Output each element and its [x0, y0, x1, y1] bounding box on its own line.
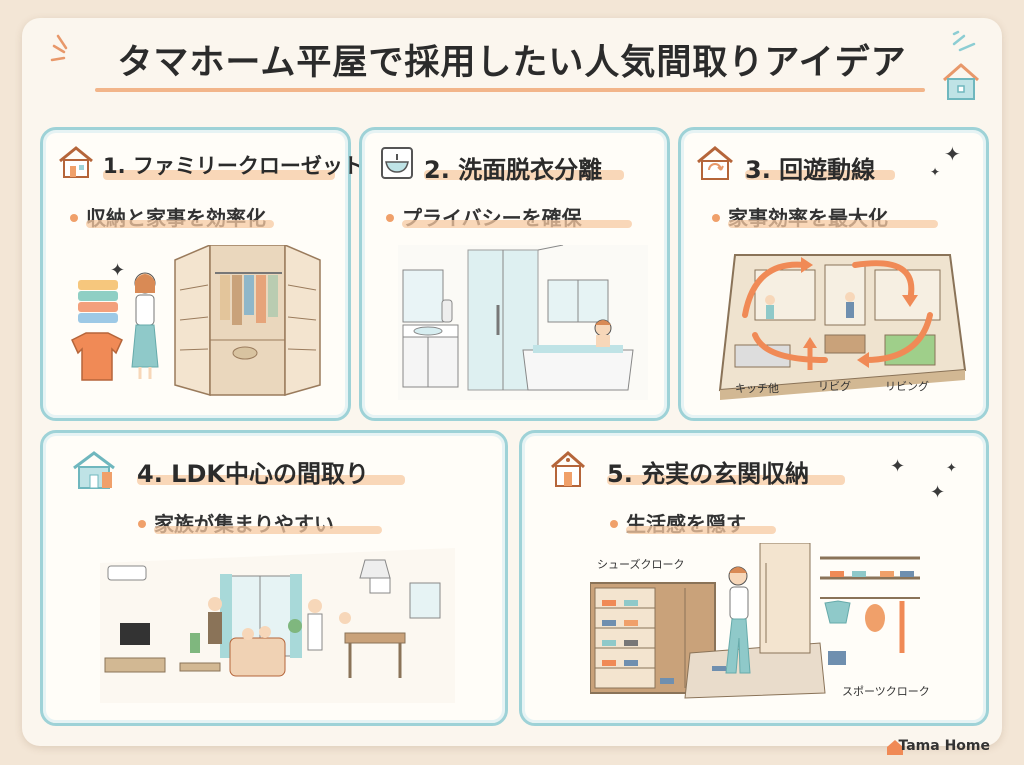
subtitle-highlight: [402, 220, 632, 228]
washbasin-icon: [381, 147, 413, 179]
area-label: シューズクローク: [597, 558, 685, 571]
title-highlight: [607, 475, 845, 485]
tama-home-logo-icon: [887, 740, 903, 755]
subtitle-highlight: [86, 220, 274, 228]
floorplan-label: キッチ他: [735, 382, 779, 395]
house-icon: [551, 451, 585, 487]
family-closet-illustration: [71, 245, 321, 396]
card-title: 4. LDK中心の間取り: [137, 460, 369, 488]
title-highlight: [745, 170, 895, 180]
bullet-dot: [386, 213, 394, 222]
burst-left-icon: [50, 34, 68, 62]
sparkle-icon: ✦: [890, 456, 906, 477]
ldk-room-illustration: [100, 548, 455, 703]
area-label: スポーツクローク: [842, 685, 930, 698]
washroom-illustration: [398, 245, 648, 400]
card-title: 1. ファミリークローゼット: [103, 154, 364, 178]
sparkle-icon: ✦: [110, 260, 126, 281]
card-title: 2. 洗面脱衣分離: [424, 156, 603, 184]
subtitle-highlight: [154, 526, 382, 534]
title-highlight: [137, 475, 405, 485]
sparkle-icon: ✦: [946, 461, 957, 476]
bullet-dot: [138, 519, 146, 528]
burst-right-icon: [952, 30, 976, 52]
floorplan-label: リビング: [885, 380, 929, 393]
floorplan-label: リビグ: [818, 380, 851, 393]
circulation-house-icon: [697, 146, 733, 180]
bullet-dot: [70, 213, 78, 222]
card-title: 3. 回遊動線: [745, 156, 876, 184]
house-icon: [59, 146, 93, 178]
sparkle-icon: ✦: [930, 165, 941, 179]
circulation-floorplan-illustration: [718, 254, 967, 400]
card-title: 5. 充実の玄関収納: [607, 460, 810, 488]
subtitle-highlight: [626, 526, 776, 534]
bullet-dot: [610, 519, 618, 528]
title-highlight: [103, 170, 335, 180]
subtitle-highlight: [728, 220, 938, 228]
house-icon: [73, 451, 115, 489]
title-highlight: [424, 170, 624, 180]
entrance-illustration: [590, 543, 920, 699]
brand-name: Tama Home: [898, 738, 990, 754]
title-underline: [95, 88, 925, 92]
page-title: タマホーム平屋で採用したい人気間取りアイデア: [117, 43, 907, 83]
bullet-dot: [712, 213, 720, 222]
house-icon: [943, 63, 979, 100]
sparkle-icon: ✦: [930, 482, 946, 503]
sparkle-icon: ✦: [944, 142, 961, 166]
